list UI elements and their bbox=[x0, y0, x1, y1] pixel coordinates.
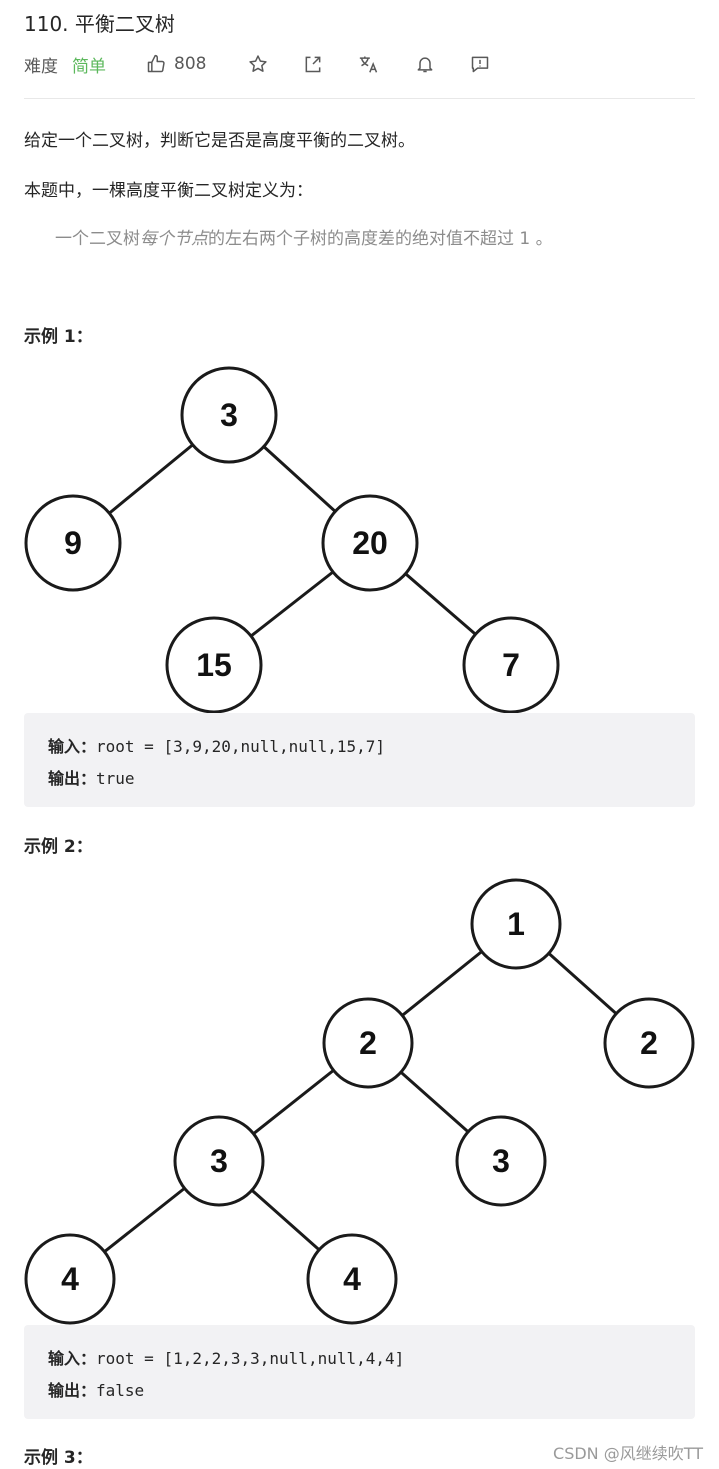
input-value: root = [1,2,2,3,3,null,null,4,4] bbox=[96, 1349, 405, 1368]
tree-node bbox=[470, 878, 562, 970]
tree-node bbox=[24, 494, 122, 592]
tree-node-label: 4 bbox=[343, 1261, 361, 1297]
tree-node bbox=[455, 1115, 547, 1207]
translate-icon[interactable] bbox=[358, 54, 380, 74]
star-icon[interactable] bbox=[248, 54, 268, 74]
difficulty-value: 简单 bbox=[72, 56, 106, 77]
input-label: 输入： bbox=[48, 1349, 97, 1368]
tree-node bbox=[306, 1233, 398, 1325]
quote-emphasis: 每个节点 bbox=[140, 229, 208, 249]
output-value: false bbox=[96, 1381, 145, 1400]
example-2-heading: 示例 2： bbox=[24, 837, 93, 857]
description-line-1: 给定一个二叉树，判断它是否是高度平衡的二叉树。 bbox=[24, 131, 415, 151]
tree-node-label: 3 bbox=[210, 1143, 228, 1179]
tree-node-label: 3 bbox=[220, 397, 238, 433]
share-icon[interactable] bbox=[303, 54, 323, 74]
example-1-code-block: 输入：root = [3,9,20,null,null,15,7] 输出：tru… bbox=[24, 713, 695, 807]
description-line-2: 本题中，一棵高度平衡二叉树定义为： bbox=[24, 181, 313, 201]
example-1-heading: 示例 1： bbox=[24, 327, 93, 347]
tree-node-label: 9 bbox=[64, 525, 82, 561]
csdn-watermark: CSDN @风继续吹TT bbox=[553, 1444, 703, 1463]
example-2-tree-diagram: 1 2 2 3 3 4 4 bbox=[24, 878, 695, 1325]
tree-node bbox=[462, 616, 560, 714]
tree-node bbox=[603, 997, 695, 1089]
tree-node-label: 2 bbox=[640, 1025, 658, 1061]
tree-node-label: 2 bbox=[359, 1025, 377, 1061]
example-3-heading: 示例 3： bbox=[24, 1448, 93, 1468]
tree-node-label: 20 bbox=[352, 525, 388, 561]
like-count: 808 bbox=[174, 54, 207, 74]
example-2-code-block: 输入：root = [1,2,2,3,3,null,null,4,4] 输出：f… bbox=[24, 1325, 695, 1419]
output-label: 输出： bbox=[48, 1381, 97, 1400]
problem-title: 110. 平衡二叉树 bbox=[24, 12, 175, 36]
tree-node bbox=[173, 1115, 265, 1207]
header-divider bbox=[24, 98, 695, 99]
tree-node-label: 1 bbox=[507, 906, 525, 942]
thumbs-up-icon bbox=[147, 54, 165, 73]
feedback-icon[interactable] bbox=[470, 54, 490, 74]
output-value: true bbox=[96, 769, 135, 788]
bell-icon[interactable] bbox=[415, 54, 435, 74]
tree-node-label: 3 bbox=[492, 1143, 510, 1179]
tree-node-label: 7 bbox=[502, 647, 520, 683]
definition-quote: 一个二叉树每个节点的左右两个子树的高度差的绝对值不超过 1 。 bbox=[55, 229, 553, 249]
tree-node bbox=[322, 997, 414, 1089]
example-1-tree-diagram: 3 9 20 15 7 bbox=[24, 366, 560, 714]
difficulty-label: 难度 bbox=[24, 56, 58, 77]
output-label: 输出： bbox=[48, 769, 97, 788]
tree-node-label: 4 bbox=[61, 1261, 79, 1297]
tree-node-label: 15 bbox=[196, 647, 232, 683]
tree-node bbox=[165, 616, 263, 714]
input-label: 输入： bbox=[48, 737, 97, 756]
tree-node bbox=[24, 1233, 116, 1325]
input-value: root = [3,9,20,null,null,15,7] bbox=[96, 737, 385, 756]
tree-node bbox=[180, 366, 278, 464]
problem-meta-bar: 难度 简单 808 bbox=[24, 50, 490, 78]
like-button[interactable]: 808 bbox=[146, 54, 206, 74]
tree-node bbox=[321, 494, 419, 592]
